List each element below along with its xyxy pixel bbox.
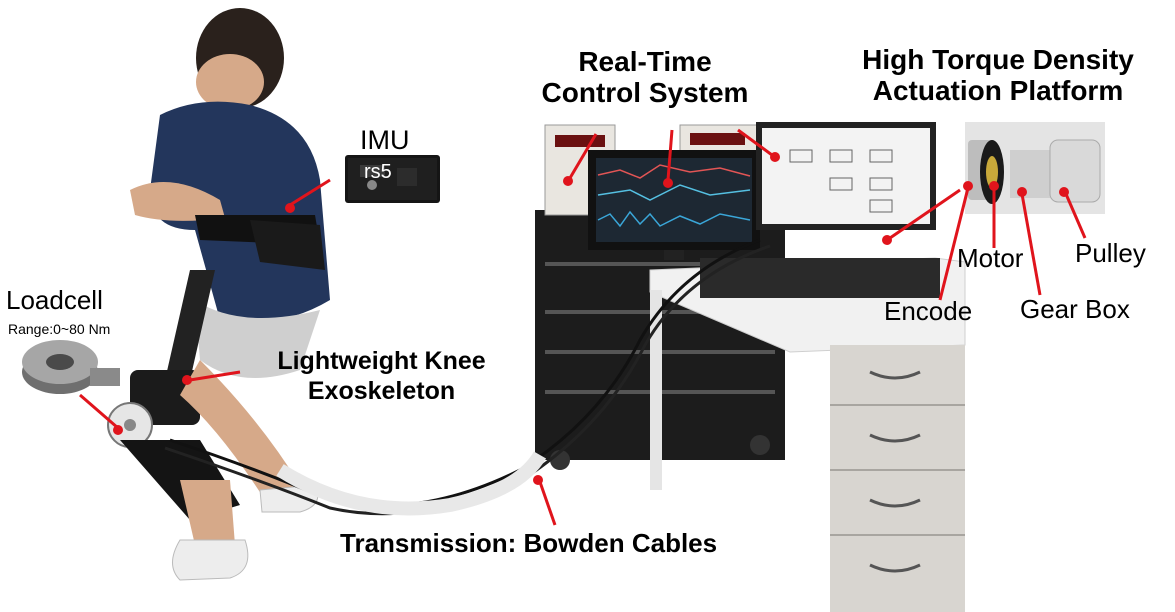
knee-exoskeleton-line2: Exoskeleton — [307, 377, 456, 406]
loadcell-label: Loadcell — [6, 285, 103, 315]
knee-exoskeleton-label: Lightweight Knee Exoskeleton — [244, 348, 519, 405]
bowden-cables — [164, 238, 771, 516]
knee-exoskeleton-line1: Lightweight Knee — [277, 347, 486, 375]
imu-chip-text: rs5 — [364, 161, 392, 183]
person-with-exoskeleton — [107, 8, 330, 581]
actuation-platform-label: High Torque Density Actuation Platform — [828, 45, 1168, 106]
actuation-platform-line1: High Torque Density — [862, 44, 1134, 75]
motor-label: Motor — [957, 243, 1024, 273]
loadcell-range-label: Range:0~80 Nm — [8, 321, 111, 337]
loadcell-photo — [22, 340, 120, 394]
imu-label: IMU — [360, 125, 410, 155]
gearbox-label: Gear Box — [1020, 294, 1130, 324]
control-system-line2: Control System — [541, 77, 749, 109]
diagram-monitor — [756, 122, 936, 230]
actuation-platform-line2: Actuation Platform — [872, 75, 1124, 107]
control-system-label: Real-Time Control System — [520, 47, 770, 108]
drawer-unit — [830, 345, 965, 612]
leader-lines — [79, 128, 1087, 526]
control-monitor — [588, 150, 760, 260]
transmission-label: Transmission: Bowden Cables — [340, 528, 718, 558]
control-system-line1: Real-Time — [578, 46, 712, 77]
encode-label: Encode — [884, 296, 973, 326]
imu-board — [345, 155, 440, 203]
pulley-label: Pulley — [1075, 238, 1146, 268]
actuation-platform-photo — [965, 122, 1105, 214]
